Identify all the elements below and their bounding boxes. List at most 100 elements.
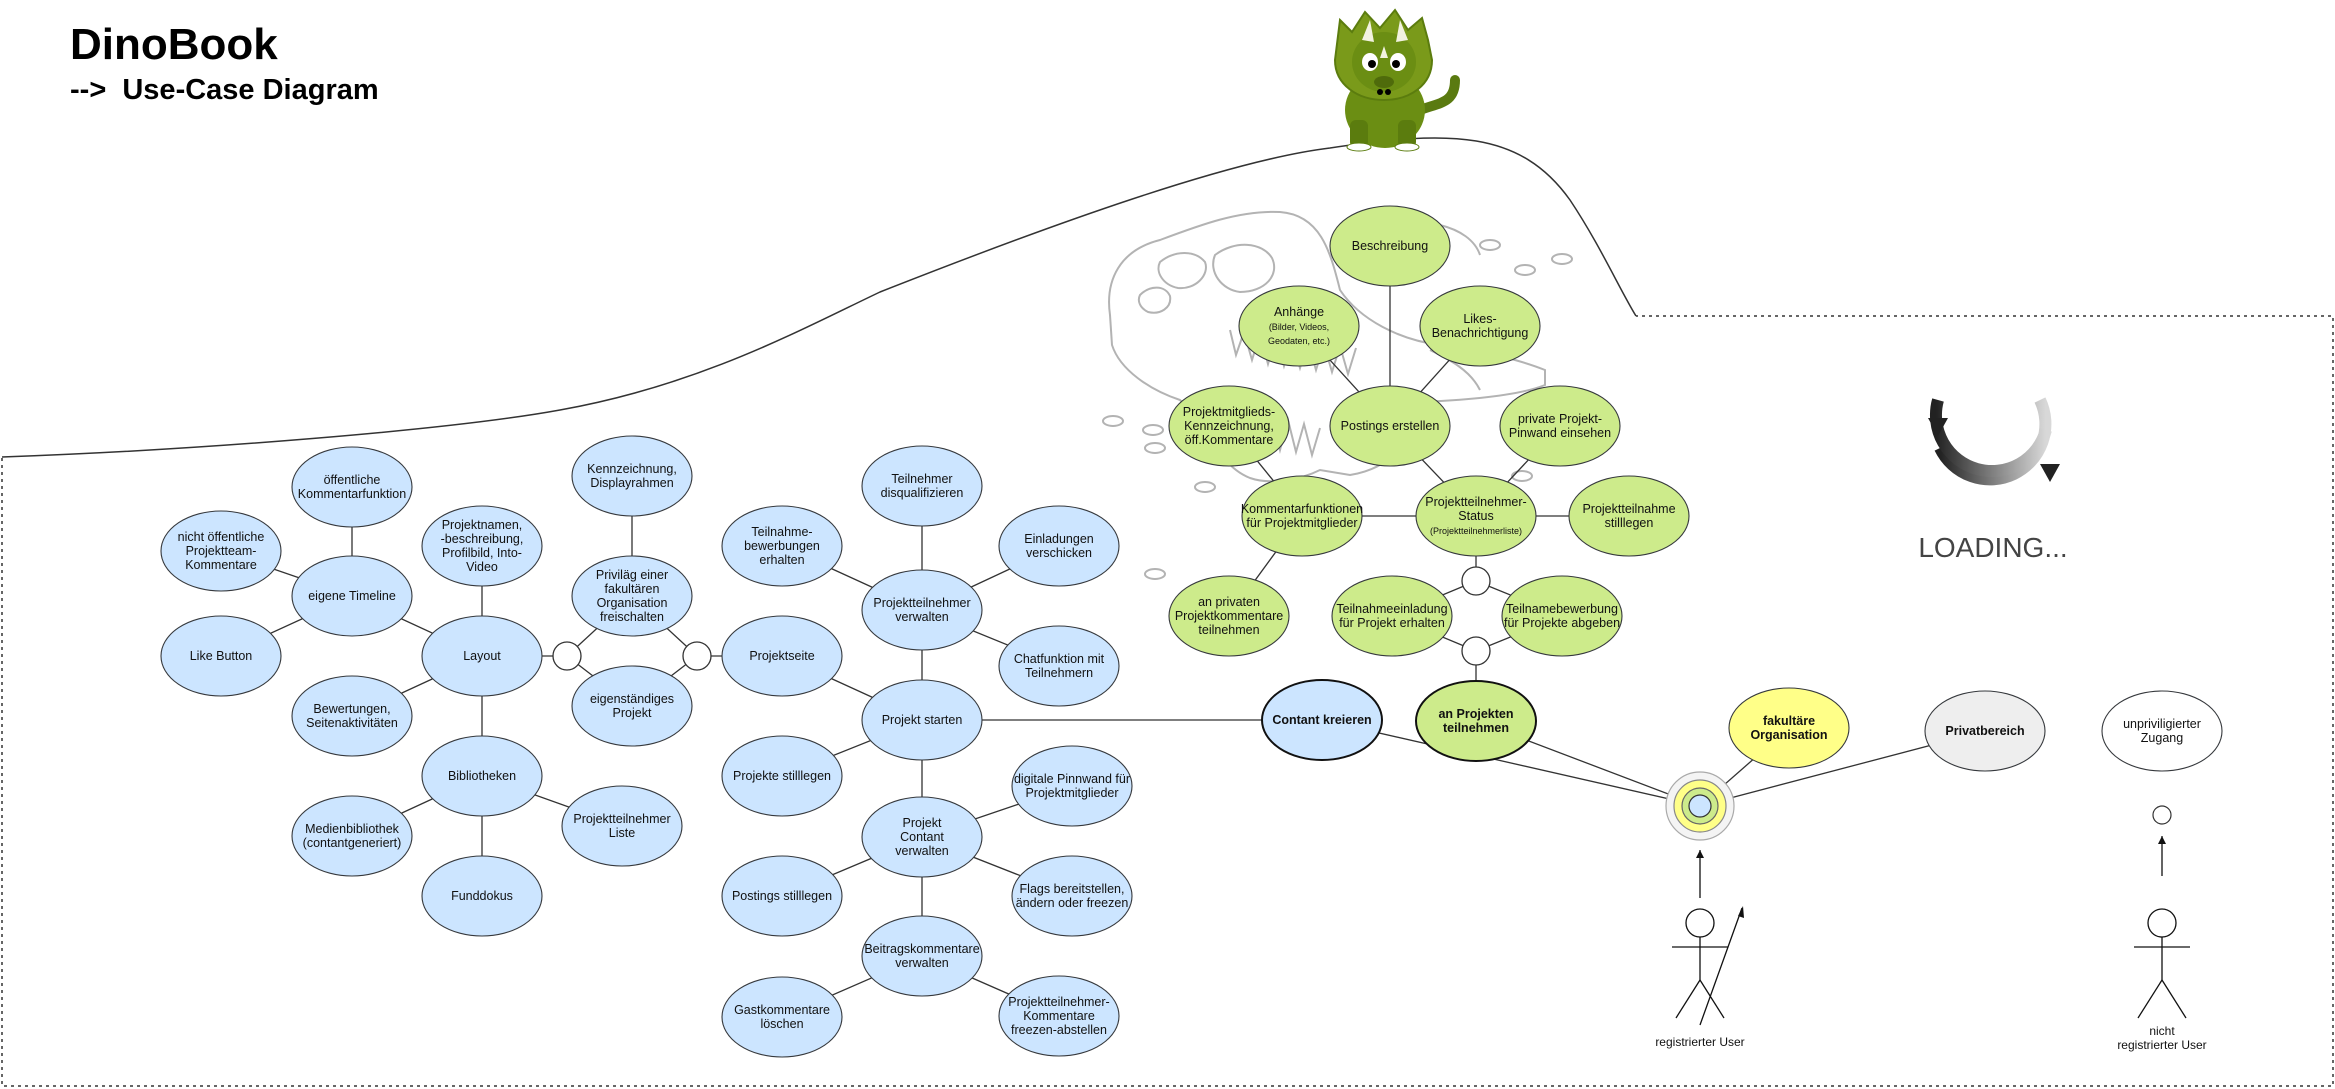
use-case-label: Medienbibliothek	[305, 822, 400, 836]
use-case-label: freischalten	[600, 610, 664, 624]
use-case-label: Bewertungen,	[313, 702, 390, 716]
use-case-label: nicht öffentliche	[178, 530, 265, 544]
use-case-ellipse	[1238, 285, 1360, 367]
use-case-label: Video	[466, 560, 498, 574]
use-case-projektseite: Projektseite	[721, 615, 843, 697]
use-case-ellipse	[721, 735, 843, 817]
use-case-ellipse	[291, 795, 413, 877]
use-case-label: erhalten	[759, 553, 804, 567]
use-case-label: Projekte stilllegen	[733, 769, 831, 783]
use-case-ellipse	[1168, 385, 1290, 467]
use-case-ellipse	[1011, 745, 1133, 827]
use-case-label: bewerbungen	[744, 539, 820, 553]
hill-outline	[1, 137, 1637, 458]
use-case-label: Like Button	[190, 649, 253, 663]
use-case-label: verwalten	[895, 610, 949, 624]
use-case-label: Projekt	[903, 816, 942, 830]
use-case-ellipse	[1329, 385, 1451, 467]
use-case-ellipse	[1501, 575, 1623, 657]
use-case-label: an Projekten	[1438, 707, 1513, 721]
use-case-label: für Projekte abgeben	[1504, 616, 1620, 630]
use-case-bewertungen: Bewertungen,Seitenaktivitäten	[291, 675, 413, 757]
use-case-label: verwalten	[895, 956, 949, 970]
use-case-label: Displayrahmen	[590, 476, 673, 490]
use-case-beschreibung: Beschreibung	[1329, 205, 1451, 287]
use-case-like-button: Like Button	[160, 615, 282, 697]
use-case-label: fakultäre	[1763, 714, 1815, 728]
use-case-ellipse	[1924, 690, 2046, 772]
use-case-pm-kennzeichnung: Projektmitglieds-Kennzeichnung,öff.Komme…	[1168, 385, 1290, 467]
use-case-ellipse	[1011, 855, 1133, 937]
use-case-ellipse	[998, 975, 1120, 1057]
use-case-ellipse	[160, 510, 282, 592]
use-case-ellipse	[571, 555, 693, 637]
use-case-ellipse	[1728, 687, 1850, 769]
use-case-label: Projektteilnehmer	[573, 812, 670, 826]
use-case-label: Kommentare	[185, 558, 257, 572]
use-case-label: stilllegen	[1605, 516, 1654, 530]
use-case-ellipse	[571, 665, 693, 747]
use-case-label: Projektteilnehmer-	[1425, 495, 1526, 509]
use-case-label: Status	[1458, 509, 1493, 523]
connector-circle	[682, 641, 712, 671]
use-case-label: -beschreibung,	[441, 532, 524, 546]
use-case-label: Beschreibung	[1352, 239, 1428, 253]
use-case-privileg: Priviläg einerfakultärenOrganisationfrei…	[571, 555, 693, 637]
use-case-label: freezen-abstellen	[1011, 1023, 1107, 1037]
page-title: DinoBook	[70, 20, 278, 69]
use-case-label: Priviläg einer	[596, 568, 668, 582]
use-case-ellipse	[421, 735, 543, 817]
use-case-ellipse	[571, 435, 693, 517]
use-case-label: Projekt starten	[882, 713, 963, 727]
use-case-label: Projektteilnehmer	[873, 596, 970, 610]
use-case-label: Geodaten, etc.)	[1268, 336, 1330, 346]
use-case-label: private Projekt-	[1518, 412, 1602, 426]
use-case-label: Pinwand einsehen	[1509, 426, 1611, 440]
use-case-ellipse	[561, 785, 683, 867]
actor-reg-icon: registrierter User	[1655, 850, 1745, 1049]
use-case-ellipse	[1499, 385, 1621, 467]
use-case-label: Projektmitglieder	[1025, 786, 1118, 800]
use-case-nodes: nicht öffentlicheProjektteam-Kommentareö…	[160, 205, 2223, 1058]
actor-label: registrierter User	[1655, 1035, 1744, 1049]
use-case-label: Postings stilllegen	[732, 889, 832, 903]
use-case-ellipse	[721, 855, 843, 937]
use-case-label: für Projekt erhalten	[1339, 616, 1445, 630]
use-case-label: Beitragskommentare	[864, 942, 979, 956]
use-case-ellipse	[160, 615, 282, 697]
use-case-ellipse	[998, 505, 1120, 587]
use-case-ellipse	[2101, 690, 2223, 772]
use-case-kennzeichnung: Kennzeichnung,Displayrahmen	[571, 435, 693, 517]
use-case-label: fakultären	[605, 582, 660, 596]
use-case-ellipse	[721, 976, 843, 1058]
use-case-label: an privaten	[1198, 595, 1260, 609]
use-case-label: Profilbild, Into-	[442, 546, 522, 560]
use-case-label: Projektteilnehmer-	[1008, 995, 1109, 1009]
use-case-label: Bibliotheken	[448, 769, 516, 783]
use-case-label: (Projektteilnehmerliste)	[1430, 526, 1522, 536]
use-case-label: (Bilder, Videos,	[1269, 322, 1329, 332]
use-case-ellipse	[861, 915, 983, 997]
use-case-ellipse	[1415, 475, 1537, 557]
actor-hub-icon	[1665, 771, 1735, 841]
use-case-label: Kommentare	[1023, 1009, 1095, 1023]
use-case-projektnamen: Projektnamen,-beschreibung,Profilbild, I…	[421, 505, 543, 587]
use-case-ellipse	[1568, 475, 1690, 557]
use-case-label: Projektseite	[749, 649, 814, 663]
use-case-ellipse	[721, 505, 843, 587]
use-case-ellipse	[1419, 285, 1541, 367]
use-case-label: Einladungen	[1024, 532, 1094, 546]
loading-icon: LOADING...	[1918, 397, 2068, 563]
use-case-label: Kommentarfunktionen	[1241, 502, 1363, 516]
use-case-private-pinnwand: private Projekt-Pinwand einsehen	[1499, 385, 1621, 467]
use-case-label: Kennzeichnung,	[1184, 419, 1274, 433]
